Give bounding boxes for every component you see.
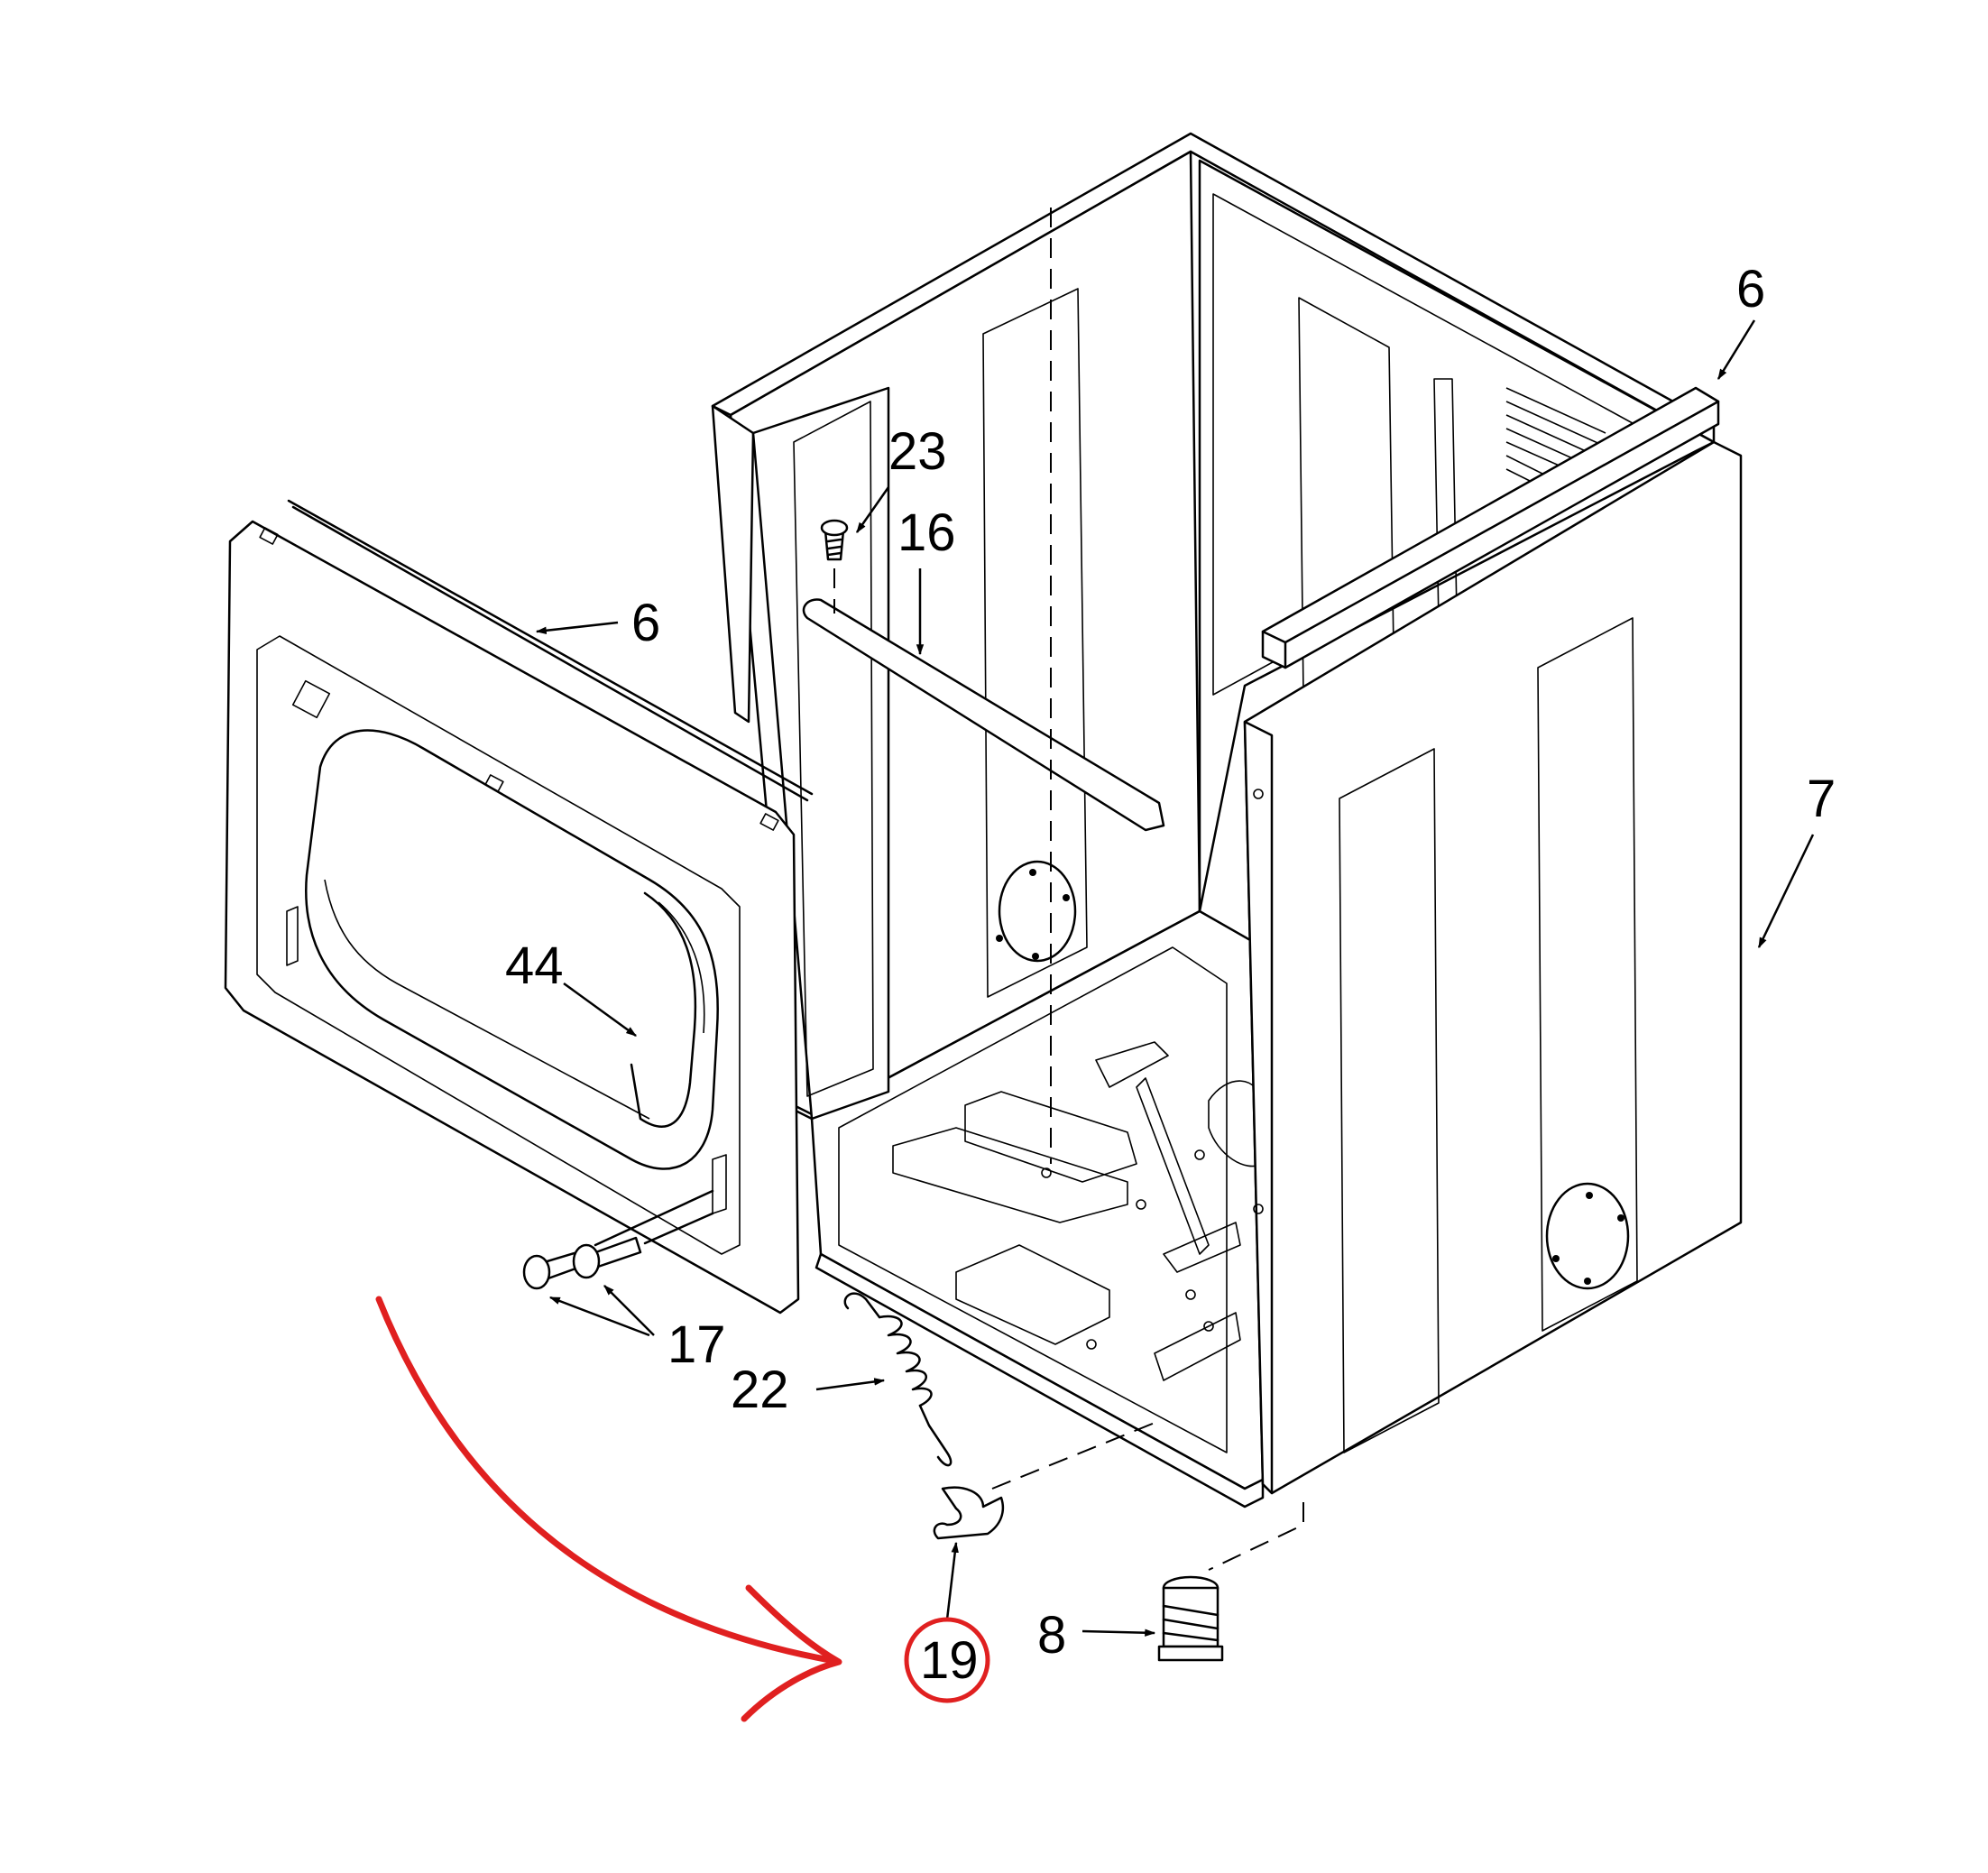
leveling-leg-8 <box>1157 1502 1304 1662</box>
callout-7: 7 <box>1807 770 1836 828</box>
side-panel-recess-1 <box>1339 748 1440 1453</box>
highlight-curved-arrow <box>375 1296 833 1664</box>
screw-23 <box>820 519 849 614</box>
callout-labels: 6 6 7 8 16 17 22 23 44 19 <box>505 260 1836 1690</box>
base-channel-3 <box>1095 1041 1169 1088</box>
front-panel-top-seal <box>287 499 814 796</box>
cabinet <box>711 132 1743 1509</box>
base-channel-2 <box>964 1091 1137 1183</box>
callout-44: 44 <box>505 936 564 995</box>
highlight-arrowhead <box>741 1584 842 1722</box>
cabinet-left-edge <box>711 404 755 724</box>
base-raised-pad <box>955 1244 1110 1345</box>
callout-19: 19 <box>920 1631 979 1690</box>
callout-22: 22 <box>731 1361 789 1419</box>
side-panel-recess-2 <box>1537 617 1638 1332</box>
base-channel-1 <box>892 1127 1128 1223</box>
callout-6-left: 6 <box>631 594 660 652</box>
spring-22 <box>843 1292 953 1467</box>
highlight-circle <box>904 1617 990 1703</box>
leader-arrows <box>535 319 1815 1637</box>
highlight-annotation <box>375 1296 990 1722</box>
door-seal-44 <box>630 891 697 1128</box>
rear-access-plate <box>998 860 1077 963</box>
rear-wall-recess-center <box>982 288 1088 998</box>
callout-6-right: 6 <box>1736 260 1765 318</box>
front-panel <box>224 499 814 1315</box>
door-opening <box>305 729 719 1170</box>
screws-17 <box>522 1189 714 1290</box>
cabinet-base-front-lip <box>815 1252 1265 1509</box>
cross-brace-16 <box>802 598 1165 832</box>
callout-23: 23 <box>888 422 947 481</box>
panel-tab-square <box>291 679 331 719</box>
side-access-plate <box>1545 1182 1630 1290</box>
bracket-19 <box>933 1420 1160 1540</box>
callout-16: 16 <box>897 503 956 562</box>
callout-17: 17 <box>667 1315 726 1374</box>
callout-8: 8 <box>1037 1606 1066 1665</box>
